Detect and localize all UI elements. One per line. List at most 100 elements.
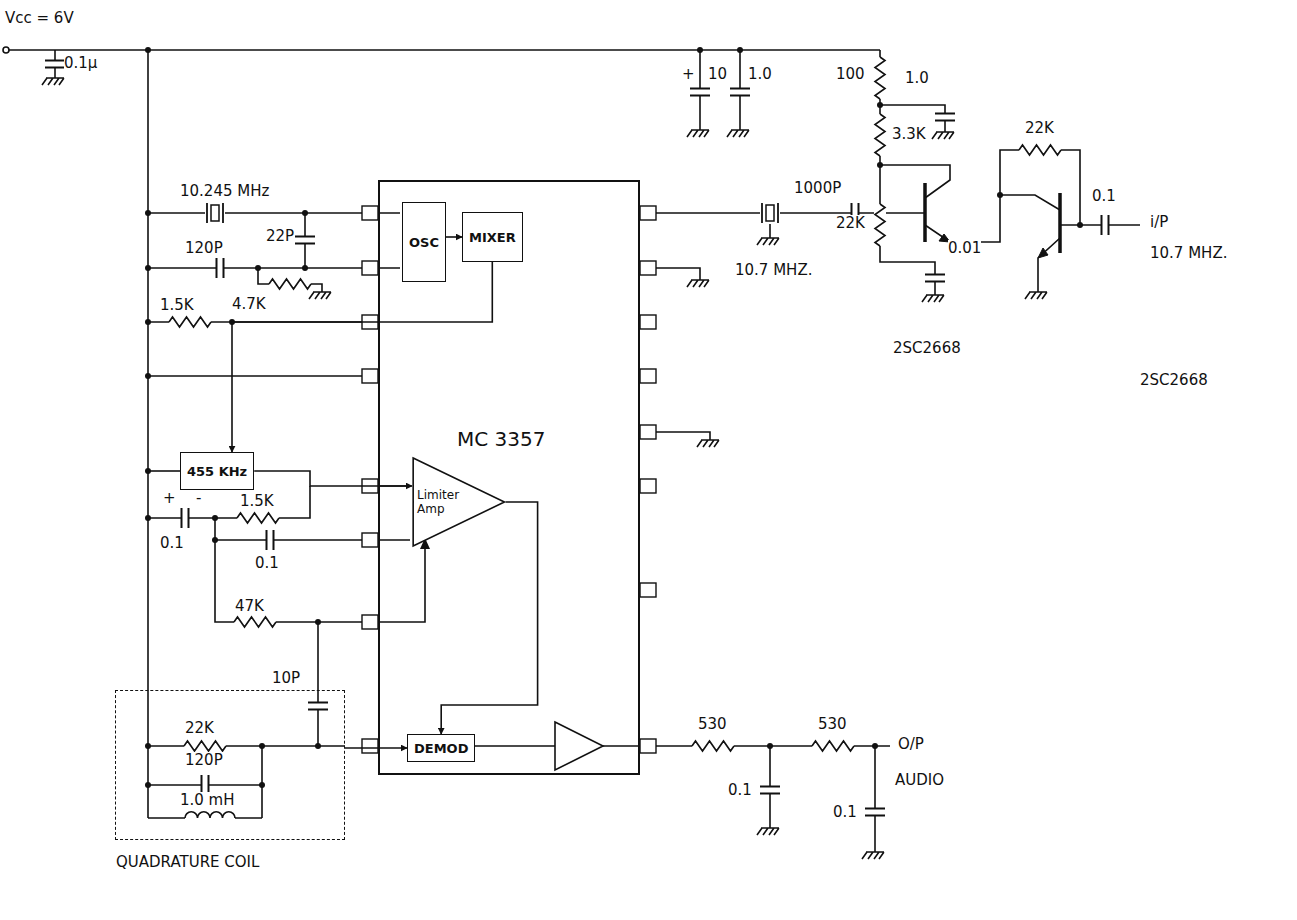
wire: [378, 486, 410, 540]
junction-dot: [145, 743, 151, 749]
ic-pin: [362, 369, 378, 383]
block-box: 455 KHz: [180, 452, 254, 490]
wire: [880, 165, 950, 198]
component-value: +: [163, 490, 176, 507]
component-value: 10.7 MHZ.: [735, 262, 812, 279]
resistor-symbol: [692, 740, 734, 752]
junction-dot: [997, 192, 1003, 198]
resistor-symbol: [1019, 144, 1061, 156]
junction-dot: [145, 782, 151, 788]
component-value: 0.1: [728, 782, 752, 799]
ground-symbol: [922, 295, 944, 302]
resistor-symbol: [234, 616, 276, 628]
ground-symbol: [309, 292, 331, 299]
component-value: Vcc = 6V: [5, 10, 74, 27]
junction-dot: [737, 47, 743, 53]
ic-pin: [640, 479, 656, 493]
transistor-symbol: [1038, 248, 1048, 258]
component-value: 47K: [235, 598, 264, 615]
junction-dot: [697, 47, 703, 53]
ground-symbol: [932, 132, 954, 139]
capacitor-symbol: [934, 113, 956, 121]
component-value: 22K: [185, 720, 214, 737]
junction-dot: [315, 743, 321, 749]
ic-pin: [362, 261, 378, 275]
junction-dot: [259, 743, 265, 749]
ground-symbol: [862, 852, 884, 859]
wire: [148, 470, 180, 472]
junction-dot: [877, 162, 883, 168]
ic-pin: [640, 315, 656, 329]
resistor-symbol: [169, 57, 1061, 752]
component-value: 1.0: [748, 66, 772, 83]
capacitor-symbol: [44, 60, 66, 68]
ic-pin: [640, 583, 656, 597]
resistor-symbol: [874, 204, 886, 246]
amplifier-triangle: Limiter Amp: [412, 457, 506, 547]
capacitor-symbol: [181, 507, 189, 529]
resistor-symbol: [874, 57, 886, 99]
wire: [770, 746, 875, 852]
wire: [317, 622, 319, 746]
wire: [3, 47, 1140, 852]
component-value: O/P: [898, 736, 924, 753]
component-value: 120P: [185, 240, 223, 257]
ic-pin: [362, 206, 378, 220]
junction-dot: [255, 265, 261, 271]
ic-pin: [640, 425, 656, 439]
resistor-symbol: [874, 114, 886, 156]
component-value: 100: [836, 66, 865, 83]
ground-symbol: [1025, 292, 1047, 299]
capacitor-symbol: [216, 257, 224, 279]
wire: [148, 375, 362, 377]
wire: [258, 268, 322, 292]
block-box: MIXER: [462, 212, 523, 262]
crystal-symbol: [205, 202, 225, 224]
block-box: OSC: [402, 202, 446, 282]
junction-dot: [1077, 222, 1083, 228]
ground-symbol: [697, 440, 719, 447]
component-value: 0.1: [255, 555, 279, 572]
wire: [656, 432, 710, 440]
amplifier-symbol: [555, 722, 603, 770]
wire: [148, 212, 362, 214]
component-value: 1000P: [794, 180, 841, 197]
ic-pin: [362, 206, 656, 753]
resistor-symbol: [812, 740, 854, 752]
junction-dot: [145, 210, 151, 216]
component-value: 1.0: [905, 70, 929, 87]
capacitor-symbol: [729, 88, 751, 96]
component-value: 0.1μ: [64, 55, 97, 72]
block-label: 455 KHz: [187, 464, 247, 479]
component-value: 1.5K: [160, 297, 194, 314]
component-value: +: [682, 66, 695, 83]
transistor-symbol: [925, 183, 1060, 258]
capacitor-symbol: [759, 786, 781, 794]
component-value: 530: [818, 716, 847, 733]
resistor-symbol: [269, 278, 311, 290]
capacitor-symbol: [307, 702, 329, 710]
ic-pin: [640, 206, 656, 220]
signal-connector: [446, 236, 462, 238]
component-value: 0.01: [948, 240, 981, 257]
dashed-group-box: QUADRATURE COIL: [115, 690, 345, 840]
component-value: 1.0 mH: [180, 792, 235, 809]
component-value: i/P: [1150, 214, 1168, 231]
component-value: 22K: [1025, 120, 1054, 137]
component-value: 10: [708, 66, 727, 83]
resistor-symbol: [169, 316, 211, 328]
ground-symbol: [42, 78, 64, 85]
block-label: OSC: [409, 235, 439, 250]
resistor-symbol: [184, 740, 226, 752]
ic-pin: [640, 261, 656, 275]
junction-dot: [145, 468, 151, 474]
capacitor-symbol: [689, 88, 711, 96]
block-label: MC 3357: [457, 427, 545, 451]
wire: [215, 518, 362, 622]
ground-symbol: [757, 238, 779, 245]
component-value: 2SC2668: [1140, 372, 1208, 389]
junction-dot: [145, 319, 151, 325]
junction-dot: [302, 210, 308, 216]
ground-symbol: [757, 828, 779, 835]
signal-connector: [232, 262, 492, 452]
